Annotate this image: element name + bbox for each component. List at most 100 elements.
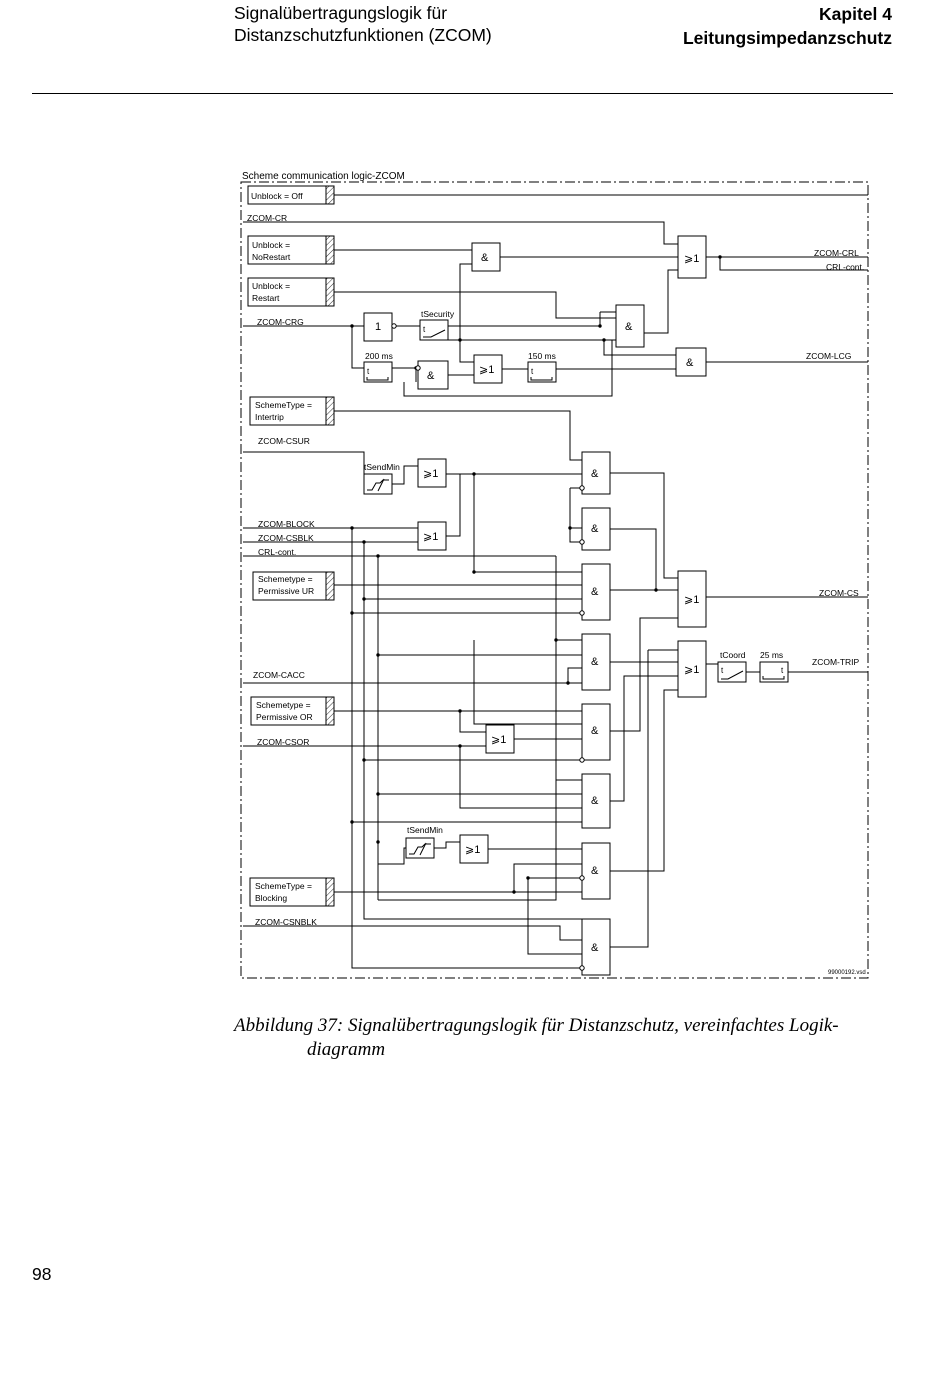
gate-symbol: & bbox=[591, 468, 599, 480]
timer-label: tSecurity bbox=[421, 309, 455, 319]
gate-symbol: & bbox=[591, 942, 599, 954]
setting-label: SchemeType = bbox=[255, 400, 312, 410]
setting-label: SchemeType = bbox=[255, 881, 312, 891]
section-title-line2: Distanzschutzfunktionen (ZCOM) bbox=[234, 25, 492, 45]
gate-or-cs: ⩾1 bbox=[677, 570, 707, 628]
timer-200ms: 200 ms t bbox=[363, 351, 393, 383]
gate-symbol: ⩾1 bbox=[479, 364, 494, 376]
gate-and-2: & bbox=[579, 507, 611, 551]
gate-or-block: ⩾1 bbox=[417, 521, 447, 551]
gate-symbol: ⩾1 bbox=[684, 664, 699, 676]
setting-label: Permissive OR bbox=[256, 712, 313, 722]
gate-and-or-1: & bbox=[579, 703, 611, 763]
gate-symbol: & bbox=[591, 795, 599, 807]
gate-symbol: 1 bbox=[375, 321, 381, 333]
timer-label: tSendMin bbox=[407, 825, 443, 835]
section-title: Signalübertragungslogik für Distanzschut… bbox=[234, 2, 492, 46]
timer-label: tSendMin bbox=[364, 462, 400, 472]
gate-and-norestart: & bbox=[471, 242, 501, 272]
gate-or-intertrip: ⩾1 bbox=[417, 458, 447, 488]
setting-box-scheme-blocking: SchemeType = Blocking bbox=[249, 877, 335, 907]
timer-25ms: 25 ms t bbox=[759, 650, 789, 683]
gate-and-200ms: & bbox=[415, 360, 449, 390]
setting-label: NoRestart bbox=[252, 252, 291, 262]
timer-t: t bbox=[721, 666, 724, 675]
input-crl-cont: CRL-cont. bbox=[258, 547, 296, 557]
setting-label: Blocking bbox=[255, 893, 287, 903]
output-zcom-cs: ZCOM-CS bbox=[819, 588, 859, 598]
timer-label: 25 ms bbox=[760, 650, 783, 660]
gate-symbol: & bbox=[591, 865, 599, 877]
gate-or-150ms: ⩾1 bbox=[473, 354, 503, 384]
header-rule bbox=[32, 93, 893, 94]
gate-symbol: & bbox=[591, 523, 599, 535]
page-number: 98 bbox=[32, 1264, 52, 1284]
figure-caption: Abbildung 37: Signalübertragungslogik fü… bbox=[234, 1014, 874, 1062]
input-zcom-block: ZCOM-BLOCK bbox=[258, 519, 315, 529]
timer-t: t bbox=[423, 325, 426, 334]
input-zcom-csblk: ZCOM-CSBLK bbox=[258, 533, 314, 543]
timer-label: tCoord bbox=[720, 650, 746, 660]
input-zcom-crg: ZCOM-CRG bbox=[257, 317, 304, 327]
gate-symbol: & bbox=[591, 586, 599, 598]
gate-and-ur-2: & bbox=[581, 633, 611, 691]
gate-not: 1 bbox=[363, 312, 397, 342]
chapter-heading: Kapitel 4 Leitungsimpedanzschutz bbox=[683, 2, 892, 50]
setting-box-scheme-permissive-ur: Schemetype = Permissive UR bbox=[252, 571, 335, 601]
input-zcom-cr: ZCOM-CR bbox=[247, 213, 287, 223]
section-title-line1: Signalübertragungslogik für bbox=[234, 3, 448, 23]
gate-symbol: ⩾1 bbox=[423, 468, 438, 480]
gate-symbol: & bbox=[481, 252, 489, 264]
timer-tcoord: tCoord t bbox=[717, 650, 747, 683]
gate-symbol: ⩾1 bbox=[684, 594, 699, 606]
input-zcom-csnblk: ZCOM-CSNBLK bbox=[255, 917, 317, 927]
gate-or-csor: ⩾1 bbox=[485, 724, 515, 754]
gate-or-trip: ⩾1 bbox=[677, 640, 707, 698]
gate-symbol: ⩾1 bbox=[684, 253, 699, 265]
timer-label: 150 ms bbox=[528, 351, 556, 361]
output-zcom-crl: ZCOM-CRL bbox=[814, 248, 859, 258]
input-zcom-cacc: ZCOM-CACC bbox=[253, 670, 305, 680]
gate-symbol: & bbox=[625, 321, 633, 333]
gate-symbol: ⩾1 bbox=[491, 734, 506, 746]
setting-label: Unblock = Off bbox=[251, 191, 303, 201]
setting-box-unblock-off: Unblock = Off bbox=[247, 185, 335, 205]
diagram-title: Scheme communication logic-ZCOM bbox=[242, 171, 405, 182]
setting-label: Unblock = bbox=[252, 240, 290, 250]
chapter-title: Leitungsimpedanzschutz bbox=[682, 28, 892, 48]
gate-or-crl: ⩾1 bbox=[677, 235, 707, 279]
chapter-number: Kapitel 4 bbox=[819, 4, 892, 24]
caption-line2: diagramm bbox=[307, 1039, 386, 1060]
gate-symbol: & bbox=[591, 656, 599, 668]
timer-tsendmin-1: tSendMin bbox=[363, 462, 400, 495]
gate-and-1: & bbox=[579, 451, 611, 495]
output-zcom-lcg: ZCOM-LCG bbox=[806, 351, 851, 361]
timer-label: 200 ms bbox=[365, 351, 393, 361]
timer-t: t bbox=[367, 367, 370, 376]
output-zcom-trip: ZCOM-TRIP bbox=[812, 657, 860, 667]
timer-150ms: 150 ms t bbox=[527, 351, 557, 383]
gate-symbol: & bbox=[591, 725, 599, 737]
setting-box-scheme-permissive-or: Schemetype = Permissive OR bbox=[250, 696, 335, 726]
output-crl-cont: CRL-cont. bbox=[826, 262, 864, 272]
gate-symbol: & bbox=[686, 357, 694, 369]
input-zcom-csor: ZCOM-CSOR bbox=[257, 737, 309, 747]
gate-symbol: ⩾1 bbox=[465, 844, 480, 856]
setting-label: Schemetype = bbox=[256, 700, 311, 710]
setting-label: Unblock = bbox=[252, 281, 290, 291]
gate-and-blk-2: & bbox=[579, 918, 611, 976]
gate-and-ur-1: & bbox=[579, 563, 611, 621]
wiring bbox=[243, 194, 868, 969]
gate-and-blk-1: & bbox=[579, 842, 611, 900]
setting-label: Permissive UR bbox=[258, 586, 314, 596]
gate-symbol: & bbox=[427, 370, 435, 382]
setting-label: Restart bbox=[252, 293, 280, 303]
input-zcom-csur: ZCOM-CSUR bbox=[258, 436, 310, 446]
logic-diagram: Scheme communication logic-ZCOM Unblock … bbox=[240, 171, 869, 979]
gate-or-blocking: ⩾1 bbox=[459, 834, 489, 864]
gate-symbol: ⩾1 bbox=[423, 531, 438, 543]
caption-line1: Abbildung 37: Signalübertragungslogik fü… bbox=[234, 1015, 839, 1036]
gate-and-or-2: & bbox=[581, 773, 611, 829]
junction-dots bbox=[350, 255, 722, 894]
setting-box-scheme-intertrip: SchemeType = Intertrip bbox=[249, 396, 335, 426]
